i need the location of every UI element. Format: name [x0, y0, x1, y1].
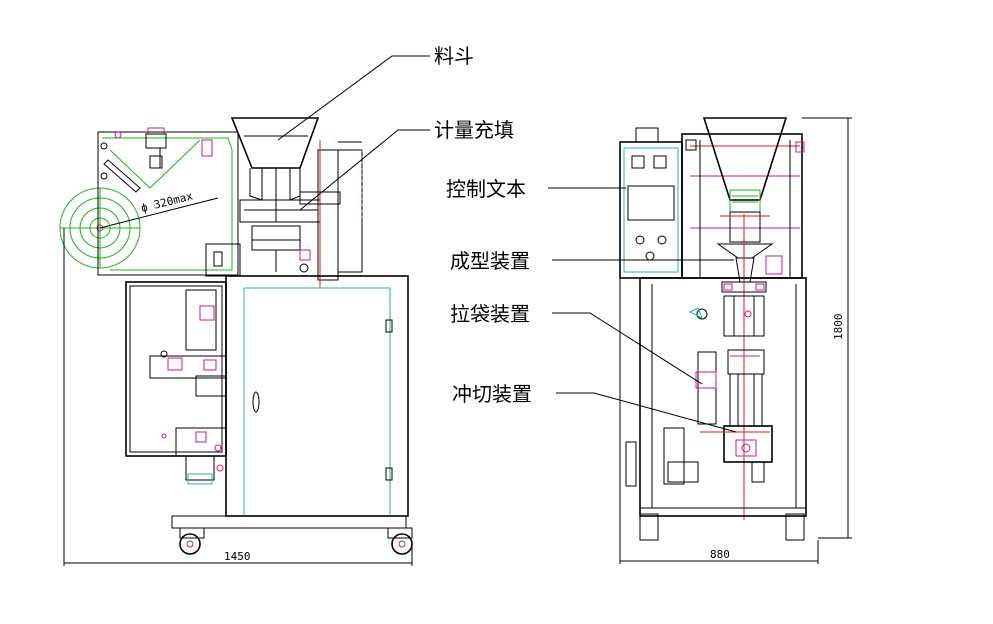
- cutting-label: 冲切装置: [452, 382, 532, 406]
- side-leaders: [277, 55, 430, 211]
- side-width-label: 1450: [224, 550, 251, 563]
- hopper-label: 料斗: [434, 44, 474, 68]
- metering-label: 计量充填: [434, 118, 514, 142]
- side-view: ϕ 320max: [59, 117, 413, 566]
- control-label: 控制文本: [446, 177, 526, 201]
- forming-label: 成型装置: [450, 249, 530, 273]
- height-label: 1800: [832, 314, 845, 341]
- pulling-label: 拉袋装置: [450, 302, 530, 326]
- front-leaders: [548, 187, 737, 433]
- film-roll: [59, 187, 219, 269]
- front-width-label: 880: [710, 548, 730, 561]
- front-view: 880 1800: [619, 117, 852, 564]
